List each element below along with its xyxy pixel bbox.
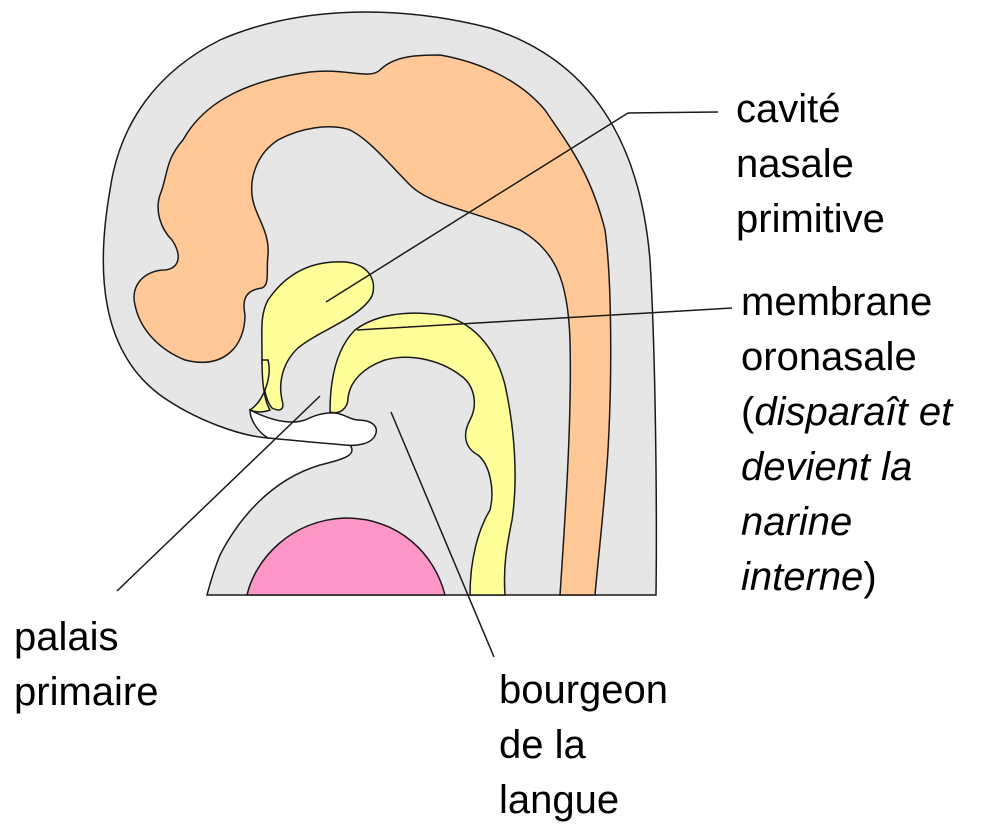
label-membrane-oronasale: membrane oronasale (disparaît et devient… bbox=[741, 275, 952, 605]
label-line: interne) bbox=[741, 550, 952, 605]
label-line: (disparaît et bbox=[741, 385, 952, 440]
italic-note: disparaît et bbox=[754, 390, 952, 434]
label-line: palais bbox=[14, 610, 158, 665]
label-line: primitive bbox=[736, 192, 885, 247]
open-paren: ( bbox=[741, 390, 754, 434]
label-line: primaire bbox=[14, 665, 158, 720]
italic-note: devient la bbox=[741, 445, 912, 489]
label-line: de la bbox=[499, 718, 668, 773]
label-cavite-nasale-primitive: cavité nasale primitive bbox=[736, 82, 885, 247]
label-line: nasale bbox=[736, 137, 885, 192]
close-paren: ) bbox=[863, 555, 876, 599]
label-line: membrane bbox=[741, 275, 952, 330]
leader-line-cavite bbox=[628, 112, 718, 113]
label-palais-primaire: palais primaire bbox=[14, 610, 158, 720]
label-line: narine bbox=[741, 495, 952, 550]
label-bourgeon-de-la-langue: bourgeon de la langue bbox=[499, 663, 668, 828]
label-line: devient la bbox=[741, 440, 952, 495]
label-line: cavité bbox=[736, 82, 885, 137]
italic-note: interne bbox=[741, 555, 863, 599]
italic-note: narine bbox=[741, 500, 852, 544]
label-line: langue bbox=[499, 773, 668, 828]
label-line: bourgeon bbox=[499, 663, 668, 718]
label-line: oronasale bbox=[741, 330, 952, 385]
